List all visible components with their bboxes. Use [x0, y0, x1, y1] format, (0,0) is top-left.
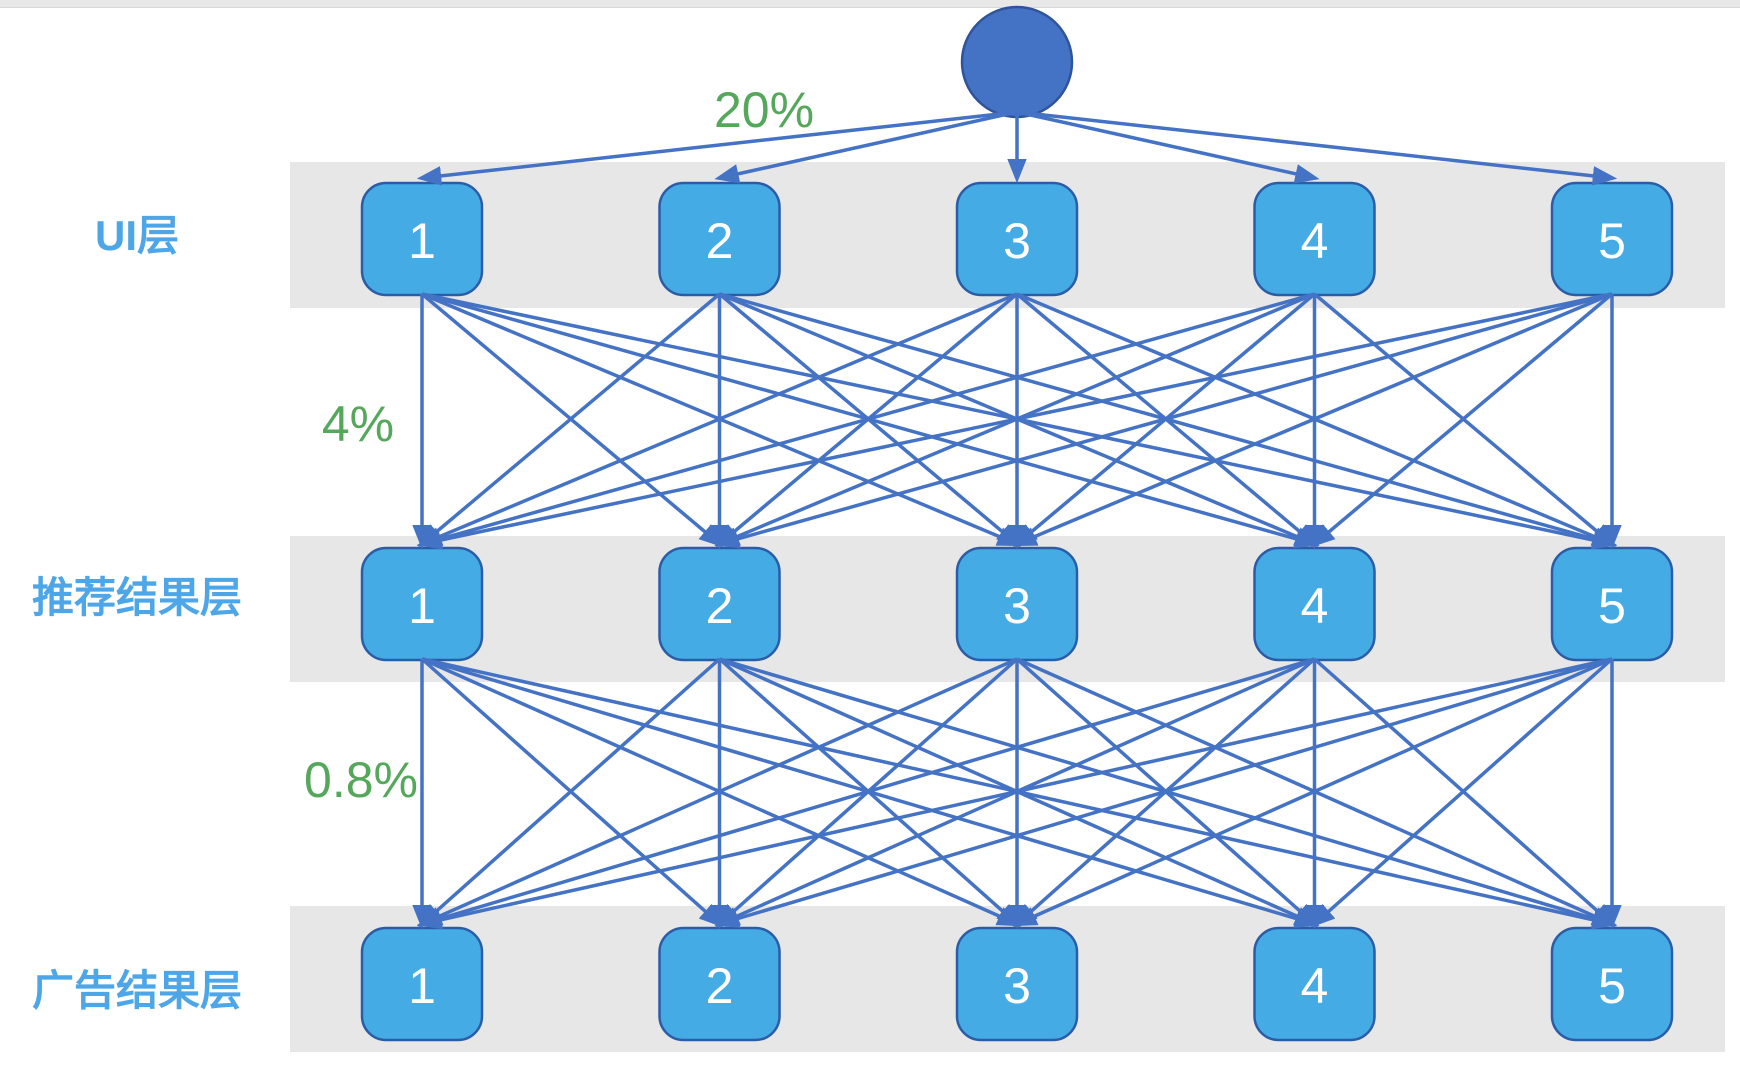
- layer2-node-3: 3: [955, 546, 1079, 662]
- root-node: [960, 5, 1074, 119]
- edge-ui-to-recommend: [417, 292, 1018, 547]
- node-number: 2: [706, 213, 734, 269]
- layer-label-ui: UI层: [95, 212, 179, 259]
- rate-label-recommend: 4%: [322, 396, 394, 452]
- layer3-node-1: 1: [360, 926, 484, 1042]
- rate-label-ui: 20%: [714, 82, 814, 138]
- layer3-node-5: 5: [1550, 926, 1674, 1042]
- layer-label-ad: 广告结果层: [32, 967, 242, 1014]
- layer1-node-5: 5: [1550, 181, 1674, 297]
- layer-label-recommend: 推荐结果层: [32, 574, 242, 621]
- node-number: 4: [1301, 213, 1329, 269]
- node-number: 3: [1003, 578, 1031, 634]
- layer2-node-1: 1: [360, 546, 484, 662]
- edges-group: [412, 110, 1622, 930]
- node-number: 3: [1003, 213, 1031, 269]
- node-number: 5: [1598, 958, 1626, 1014]
- edge-ui-to-recommend: [1310, 292, 1614, 548]
- edge-recommend-to-ad: [714, 657, 1613, 928]
- layer3-node-2: 2: [658, 926, 781, 1042]
- node-number: 2: [706, 578, 734, 634]
- node-number: 1: [408, 958, 436, 1014]
- edge-recommend-to-ad: [416, 657, 1613, 930]
- layer2-node-4: 4: [1253, 546, 1376, 662]
- node-number: 1: [408, 213, 436, 269]
- edge-ui-to-recommend: [416, 292, 1315, 549]
- edge-recommend-to-ad: [1012, 657, 1613, 927]
- edge-recommend-to-ad: [1310, 657, 1614, 928]
- rate-label-ad: 0.8%: [304, 752, 418, 808]
- edge-ui-to-recommend: [416, 292, 1613, 550]
- layer1-node-1: 1: [360, 181, 484, 297]
- edge-root-to-ui: [416, 110, 1018, 186]
- node-number: 5: [1598, 578, 1626, 634]
- layer-labels: UI层 推荐结果层 广告结果层: [32, 212, 242, 1014]
- edge-ui-to-recommend: [714, 292, 1613, 549]
- node-number: 4: [1301, 958, 1329, 1014]
- edge-root-to-ui: [714, 110, 1018, 184]
- node-number: 4: [1301, 578, 1329, 634]
- edge-ui-to-recommend: [1012, 292, 1613, 547]
- layer1-node-4: 4: [1253, 181, 1376, 297]
- edge-recommend-to-ad: [417, 657, 1018, 927]
- layer3-node-4: 4: [1253, 926, 1376, 1042]
- edge-root-to-ui: [1016, 110, 1618, 186]
- nodes-group: 1 2 3 4 5 1 2 3 4 5 1 2 3 4 5: [360, 181, 1674, 1042]
- top-edge-strip: [0, 0, 1740, 7]
- layer1-node-2: 2: [658, 181, 781, 297]
- node-number: 3: [1003, 958, 1031, 1014]
- edge-recommend-to-ad: [416, 657, 1315, 928]
- layer1-node-3: 3: [955, 181, 1079, 297]
- edge-root-to-ui: [1016, 110, 1320, 184]
- edge-ui-to-recommend: [417, 292, 721, 548]
- layer2-node-5: 5: [1550, 546, 1674, 662]
- layer2-node-2: 2: [658, 546, 781, 662]
- edge-recommend-to-ad: [418, 657, 721, 928]
- rate-labels: 20% 4% 0.8%: [304, 82, 814, 808]
- node-number: 2: [706, 958, 734, 1014]
- node-number: 5: [1598, 213, 1626, 269]
- layer3-node-3: 3: [955, 926, 1079, 1042]
- node-number: 1: [408, 578, 436, 634]
